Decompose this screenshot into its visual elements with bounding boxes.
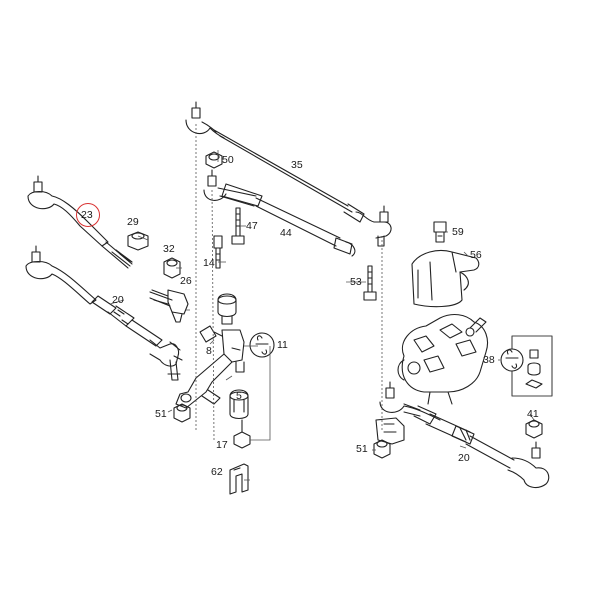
- callout-11[interactable]: 11: [277, 339, 288, 351]
- callout-8[interactable]: 8: [206, 345, 212, 357]
- nut-32: [163, 257, 181, 279]
- nut-41: [525, 419, 543, 439]
- callout-51-right[interactable]: 51: [356, 443, 368, 455]
- nut-29: [127, 231, 149, 251]
- callout-5[interactable]: 5: [236, 390, 242, 402]
- callout-51-left[interactable]: 51: [155, 408, 167, 420]
- callout-47[interactable]: 47: [246, 220, 258, 232]
- callout-23[interactable]: 23: [81, 209, 93, 221]
- callout-38[interactable]: 38: [483, 354, 495, 366]
- bracket-62: [229, 463, 249, 495]
- idler-bracket-17: [229, 389, 249, 433]
- nut-51-left: [173, 403, 191, 423]
- nut-17: [233, 431, 251, 449]
- callout-35[interactable]: 35: [291, 159, 303, 171]
- bolt-59: [433, 221, 447, 243]
- tie-rod-20-right: [379, 381, 550, 489]
- highlight-circle: [76, 203, 100, 227]
- idler-arm-5: [175, 329, 245, 409]
- drag-link-35: [185, 101, 392, 247]
- bolt-14: [213, 235, 223, 269]
- bolt-8: [199, 325, 223, 343]
- steering-gear-box: [397, 313, 489, 405]
- callout-20-right[interactable]: 20: [458, 452, 470, 464]
- callout-62[interactable]: 62: [211, 466, 223, 478]
- cover-56: [411, 249, 480, 308]
- callout-26[interactable]: 26: [180, 275, 192, 287]
- callout-41[interactable]: 41: [527, 408, 539, 420]
- frame-bracket: [375, 417, 405, 445]
- callout-29[interactable]: 29: [127, 216, 139, 228]
- callout-50[interactable]: 50: [222, 154, 234, 166]
- repair-kit-11: [249, 332, 275, 358]
- bolt-47: [231, 207, 245, 245]
- callout-14[interactable]: 14: [203, 257, 215, 269]
- callout-53[interactable]: 53: [350, 276, 362, 288]
- ball-joint-26: [149, 289, 189, 323]
- bolt-53: [363, 265, 377, 301]
- callout-17[interactable]: 17: [216, 439, 228, 451]
- tie-rod-20-left: [25, 245, 183, 381]
- nut-50: [205, 151, 223, 169]
- center-rod-44: [203, 169, 356, 257]
- idler-bushing: [217, 293, 237, 325]
- callout-59[interactable]: 59: [452, 226, 464, 238]
- tie-rod-end-23: [27, 175, 133, 269]
- callout-56[interactable]: 56: [470, 249, 482, 261]
- callout-44[interactable]: 44: [280, 227, 292, 239]
- nut-51-right: [373, 439, 391, 459]
- callout-32[interactable]: 32: [163, 243, 175, 255]
- callout-20-left[interactable]: 20: [112, 294, 124, 306]
- seal-kit-38: [500, 335, 553, 397]
